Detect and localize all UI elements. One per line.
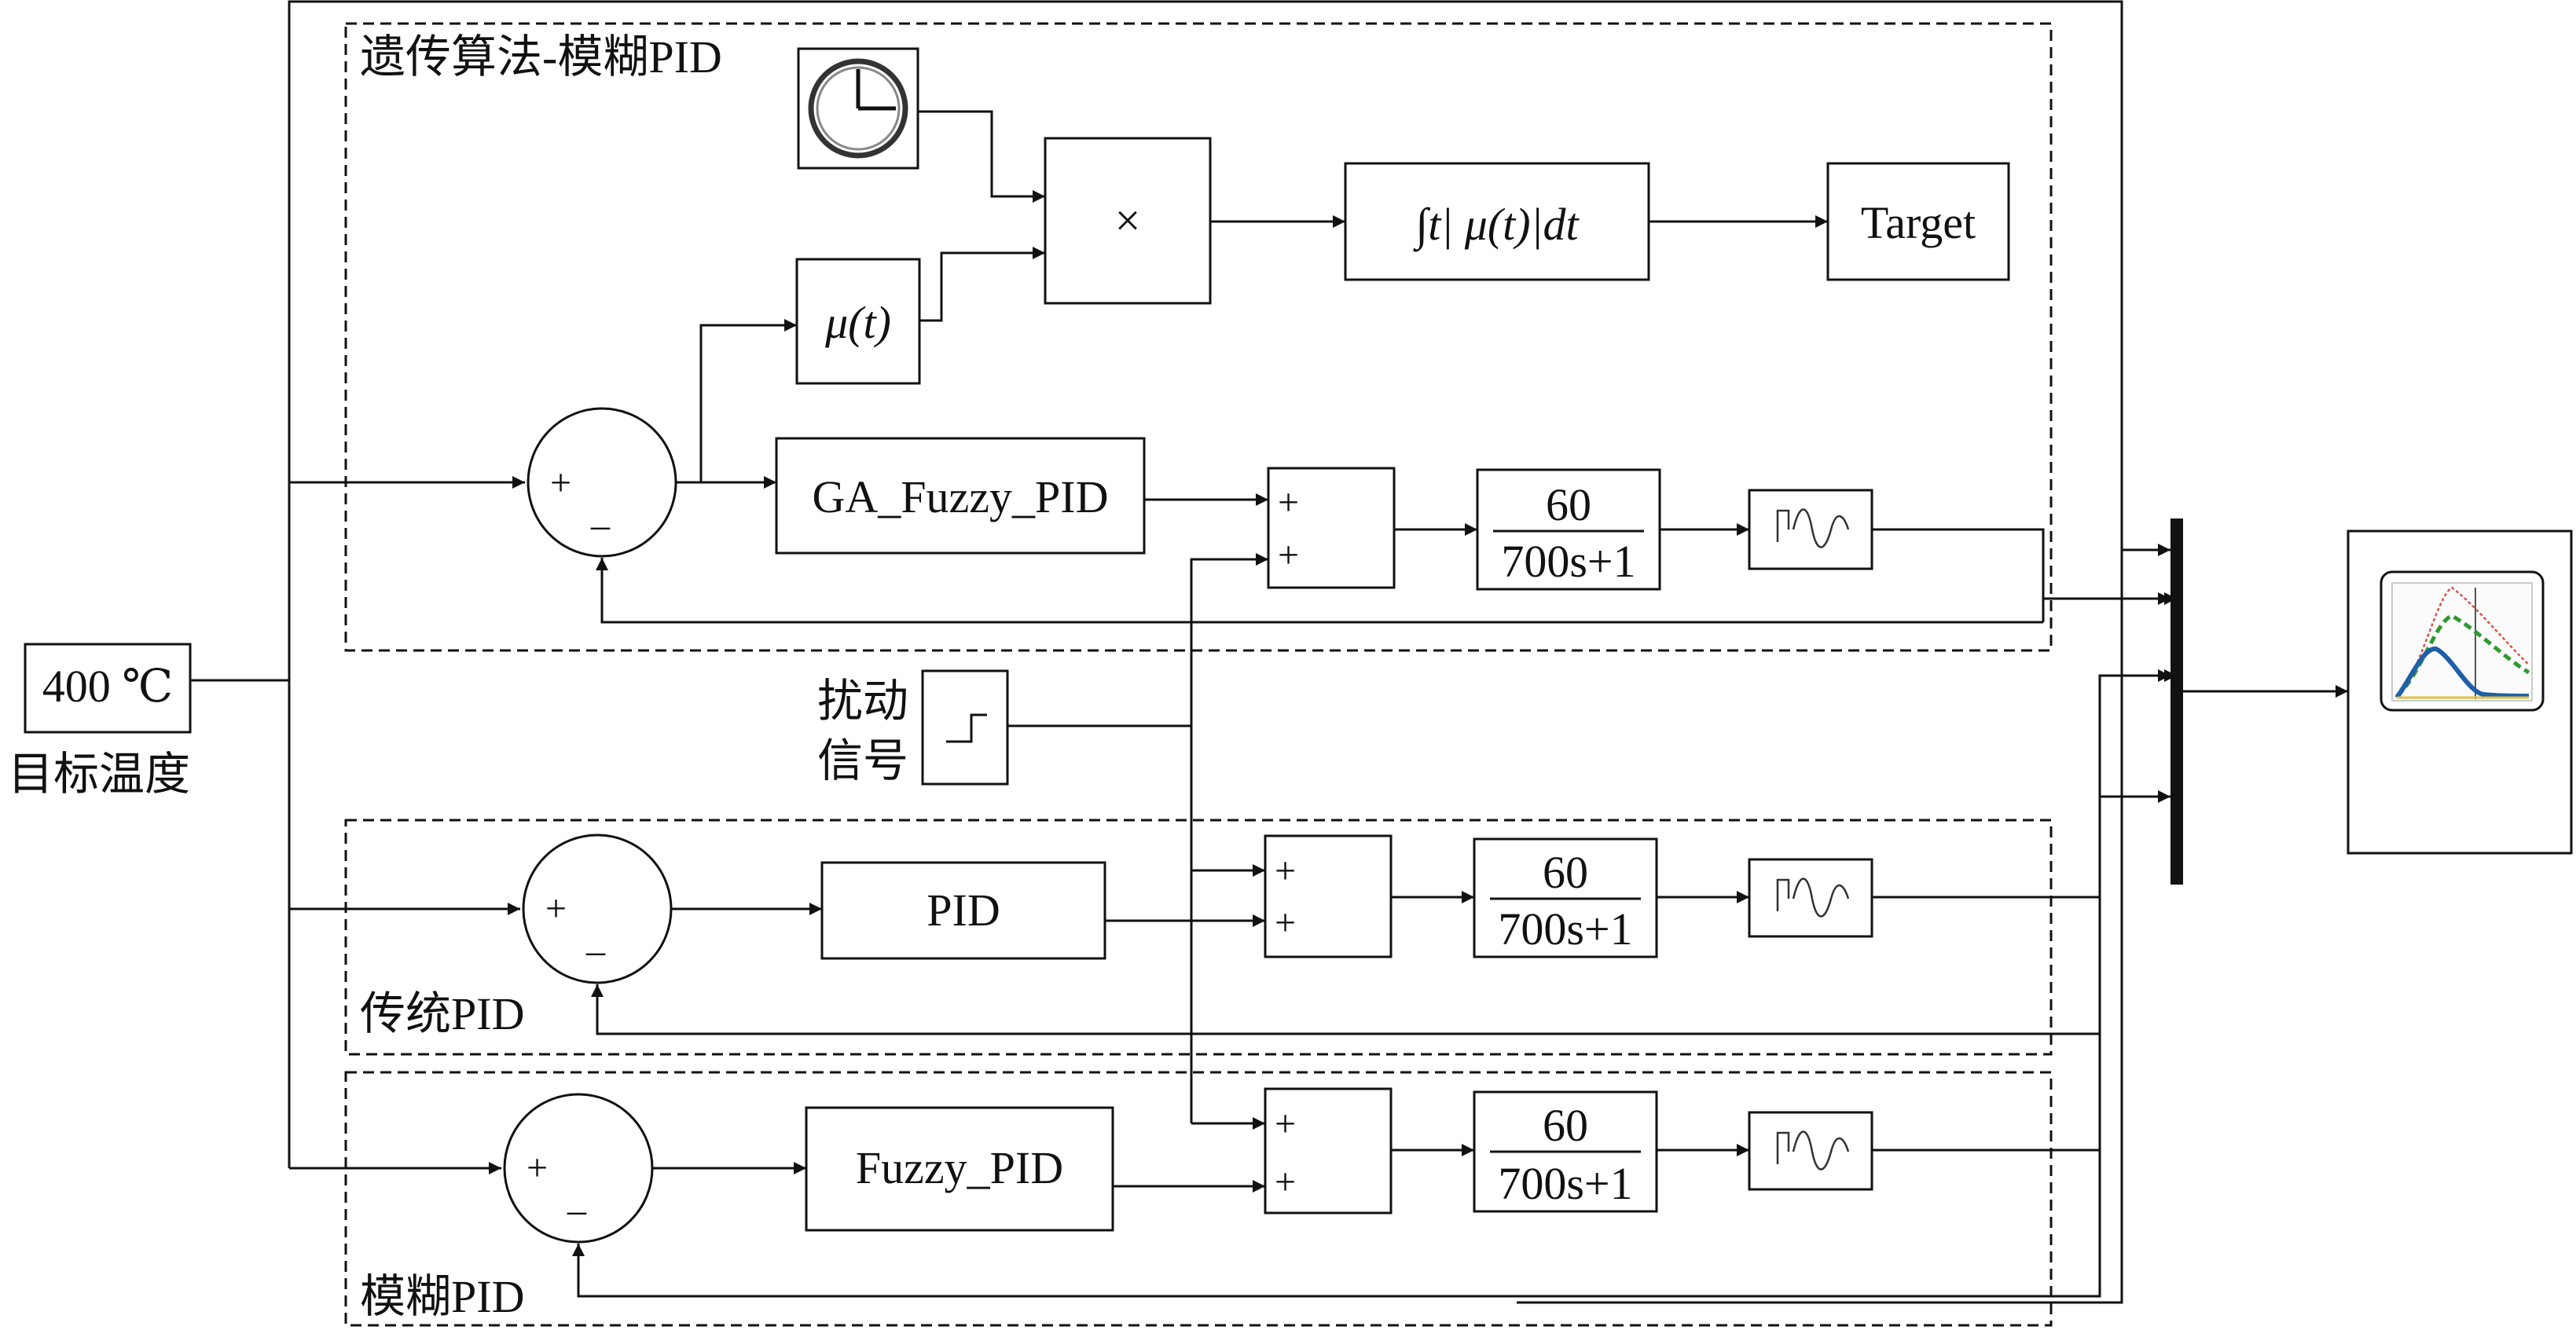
sum-junction-3[interactable]: + _ — [503, 1093, 654, 1244]
delay-block-1[interactable] — [1748, 489, 1873, 570]
sum2-minus: _ — [585, 918, 606, 959]
adder1-plus-top: + — [1278, 482, 1299, 523]
sum2-plus: + — [545, 888, 567, 929]
plant3-denominator: 700s+1 — [1498, 1158, 1632, 1209]
group-label-fuzzy-pid: 模糊PID — [360, 1271, 524, 1322]
sum3-plus: + — [527, 1147, 548, 1189]
wire-disturbance-bus — [1007, 724, 1193, 817]
plant1-denominator: 700s+1 — [1501, 536, 1635, 587]
sum-junction-1[interactable]: + _ — [527, 407, 677, 558]
wire-delay3-out — [1872, 897, 2101, 1152]
scope-icon — [2380, 570, 2545, 712]
wire-row2-to-mux — [2098, 669, 2177, 797]
adder3-plus-top: + — [1275, 1103, 1296, 1145]
plant1-numerator: 60 — [1546, 479, 1591, 530]
group-ga-fuzzy-pid — [344, 22, 2053, 652]
transport-delay-icon — [1776, 878, 1850, 918]
pid-block[interactable] — [820, 861, 1106, 960]
adder2-plus-top: + — [1275, 850, 1296, 892]
delay-block-3[interactable] — [1748, 1111, 1873, 1191]
multiply-block[interactable] — [1044, 137, 1212, 305]
sum1-minus: _ — [590, 492, 611, 533]
wire-dist-to-add1 — [1190, 553, 1268, 726]
group-label-ga-fuzzy-pid: 遗传算法-模糊PID — [360, 31, 722, 82]
group-fuzzy-pid — [344, 1071, 2053, 1327]
pid-label: PID — [927, 885, 1000, 936]
ga-fuzzy-pid-label: GA_Fuzzy_PID — [813, 471, 1109, 522]
transport-delay-icon — [1776, 508, 1850, 548]
ga-fuzzy-pid-block[interactable] — [775, 437, 1146, 555]
transport-delay-icon — [1776, 1130, 1850, 1171]
sum-junction-2[interactable]: + _ — [522, 834, 673, 984]
integral-label: ∫t| μ(t)|dt — [1412, 199, 1580, 252]
source-value: 400 ℃ — [42, 661, 173, 712]
disturbance-line2: 信号 — [817, 735, 908, 786]
plant2-denominator: 700s+1 — [1498, 903, 1632, 954]
wire-delay2-out — [1872, 797, 2101, 899]
wire-delay1-out — [1872, 528, 2045, 622]
plant2-numerator: 60 — [1543, 847, 1588, 898]
mu-label: μ(t) — [824, 297, 891, 348]
source-block[interactable] — [24, 643, 192, 734]
wire-source-top-loop — [288, 0, 2123, 1304]
wire-mu-to-mult — [919, 247, 1045, 322]
plant3-numerator: 60 — [1543, 1100, 1588, 1151]
adder2-plus-bottom: + — [1275, 902, 1296, 943]
mux-block[interactable] — [2171, 518, 2183, 885]
wire-feedback-3 — [572, 1150, 2101, 1298]
clock-block[interactable] — [797, 47, 919, 170]
fuzzy-pid-block[interactable] — [805, 1106, 1114, 1232]
wire-feedback-1 — [596, 558, 2043, 624]
source-caption: 目标温度 — [8, 749, 190, 800]
clock-icon — [808, 58, 908, 159]
fuzzy-pid-label: Fuzzy_PID — [856, 1142, 1063, 1193]
adder-block-2[interactable] — [1264, 834, 1393, 958]
group-traditional-pid — [344, 819, 2053, 1056]
wire-clock-to-mult — [918, 110, 1045, 203]
sum1-plus: + — [550, 462, 571, 504]
group-label-traditional-pid: 传统PID — [360, 988, 524, 1039]
step-block[interactable] — [921, 669, 1009, 786]
sum3-minus: _ — [567, 1177, 587, 1218]
adder1-plus-bottom: + — [1278, 534, 1299, 576]
multiply-label: × — [1115, 195, 1141, 246]
plant-block-1[interactable] — [1476, 468, 1661, 591]
step-icon — [946, 713, 987, 743]
adder-block-1[interactable] — [1267, 467, 1396, 589]
target-label: Target — [1861, 197, 1976, 248]
integral-block[interactable] — [1344, 162, 1650, 281]
delay-block-2[interactable] — [1748, 858, 1873, 938]
disturbance-line1: 扰动 — [817, 676, 908, 727]
adder3-plus-bottom: + — [1275, 1161, 1296, 1203]
scope-block[interactable] — [2347, 529, 2573, 855]
target-block[interactable] — [1826, 162, 2010, 281]
